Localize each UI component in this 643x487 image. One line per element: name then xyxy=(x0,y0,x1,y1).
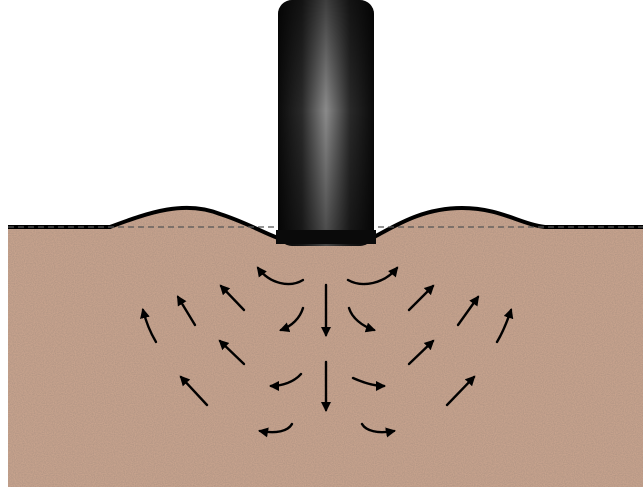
tire xyxy=(276,0,376,246)
soil-body xyxy=(8,208,643,487)
